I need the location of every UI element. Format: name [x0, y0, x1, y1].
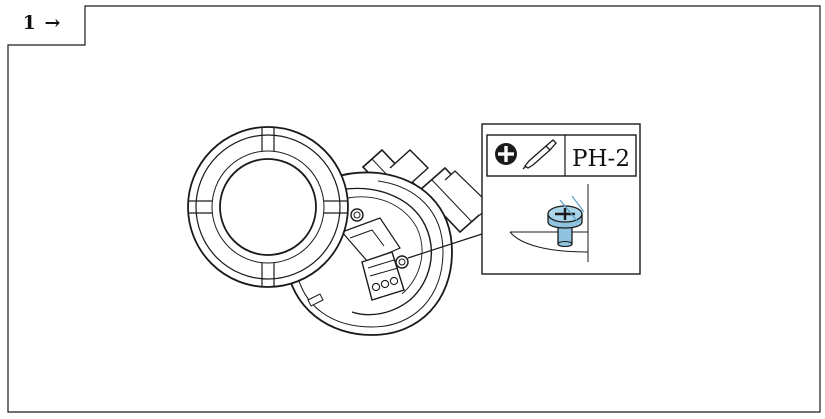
- phillips-drive-icon: [495, 143, 517, 165]
- terminal-block: [361, 251, 405, 301]
- housing-cover: [187, 126, 349, 288]
- housing-screw-upper: [350, 208, 364, 222]
- screwdriver-size-label: PH-2: [572, 146, 630, 172]
- frame-border: [7, 5, 821, 413]
- step-number-label: 1 →: [22, 12, 62, 34]
- housing-screw-lower: [395, 255, 409, 269]
- callout-line: [407, 233, 483, 259]
- screwdriver-icon: [522, 139, 557, 170]
- screw-detail-icon: [547, 195, 585, 247]
- detail-inset: [481, 123, 641, 275]
